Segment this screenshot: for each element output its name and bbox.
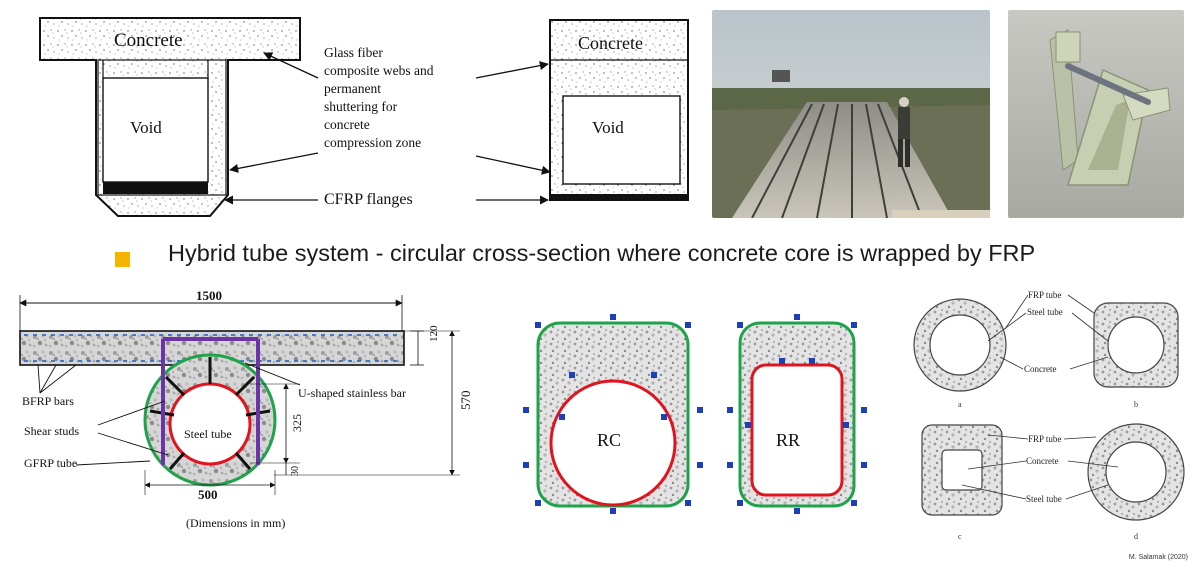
credit-text: M. Salamak (2020)	[1128, 554, 1188, 561]
shear-stud-marker	[685, 500, 691, 506]
shear-stud-marker	[737, 322, 743, 328]
shear-stud-marker	[535, 500, 541, 506]
rr-steel-tube	[750, 363, 844, 497]
variant-label-steel-tube: Steel tube	[1027, 307, 1063, 317]
label-u-bar: U-shaped stainless bar	[298, 386, 406, 400]
label-steel-tube: Steel tube	[184, 427, 232, 441]
shear-stud-marker	[745, 422, 751, 428]
rc-steel-tube	[549, 379, 677, 507]
dim-500: 500	[198, 487, 218, 502]
variant-sub-c: c	[958, 532, 962, 541]
rr-label: RR	[776, 430, 801, 450]
dim-570: 570	[458, 390, 473, 411]
variant-sub-a: a	[958, 400, 962, 409]
flanges-label: CFRP flanges	[324, 191, 413, 208]
shear-stud-marker	[697, 462, 703, 468]
shear-stud-marker	[851, 322, 857, 328]
dim-1500: 1500	[196, 288, 222, 303]
webs-label: Glass fiber composite webs and permanent…	[324, 45, 434, 150]
label-gfrp-tube: GFRP tube	[24, 456, 78, 470]
right-concrete-label: Concrete	[578, 33, 643, 53]
rc-label: RC	[597, 430, 622, 450]
shear-stud-marker	[610, 508, 616, 514]
arrow-webs-right-bottom	[475, 155, 551, 175]
top-section-diagram	[39, 17, 689, 217]
variant-label-concrete: Concrete	[1024, 364, 1057, 374]
shear-stud-marker	[559, 414, 565, 420]
variant-sub-b: b	[1134, 400, 1138, 409]
shear-stud-marker	[794, 314, 800, 320]
shear-stud-marker	[861, 462, 867, 468]
shear-stud-marker	[727, 462, 733, 468]
shear-stud-marker	[523, 462, 529, 468]
shear-stud-marker	[569, 372, 575, 378]
bridge-construction-photo	[712, 10, 990, 218]
label-bfrp-bars: BFRP bars	[22, 394, 74, 408]
shear-stud-marker	[737, 500, 743, 506]
left-void-label: Void	[130, 118, 162, 137]
left-void	[102, 77, 209, 183]
inner-steel-tube	[168, 382, 252, 466]
right-void-label: Void	[592, 118, 624, 137]
dim-120: 120	[428, 325, 440, 343]
right-void	[562, 95, 681, 185]
right-cfrp-flange	[550, 194, 688, 201]
shear-stud-marker	[523, 407, 529, 413]
shear-stud-marker	[727, 407, 733, 413]
shear-stud-marker	[794, 508, 800, 514]
dim-325: 325	[290, 414, 304, 432]
shear-stud-marker	[861, 407, 867, 413]
shear-stud-marker	[610, 314, 616, 320]
left-concrete-label: Concrete	[114, 30, 183, 51]
hybrid-deck-section-drawing	[19, 295, 460, 495]
arrow-webs-right-top	[475, 61, 549, 79]
arrow-webs-left-top	[263, 52, 319, 79]
variant-label-steel-tube-2: Steel tube	[1026, 494, 1062, 504]
shear-stud-marker	[809, 358, 815, 364]
variant-label-frp-tube-2: FRP tube	[1028, 434, 1062, 444]
shear-stud-marker	[843, 422, 849, 428]
variant-sub-d: d	[1134, 532, 1138, 541]
shear-stud-marker	[651, 372, 657, 378]
frp-component-photo	[1008, 10, 1184, 218]
shear-stud-marker	[697, 407, 703, 413]
section-heading: Hybrid tube system - circular cross-sect…	[168, 240, 1036, 266]
variant-label-frp-tube: FRP tube	[1028, 290, 1062, 300]
rc-rr-sections	[523, 314, 867, 514]
left-cfrp-flange	[103, 182, 208, 194]
arrow-webs-left-bottom	[229, 152, 319, 173]
dimensions-caption: (Dimensions in mm)	[186, 516, 286, 530]
shear-stud-marker	[685, 322, 691, 328]
variant-label-concrete-2: Concrete	[1026, 456, 1059, 466]
shear-stud-marker	[535, 322, 541, 328]
shear-stud-marker	[851, 500, 857, 506]
heading-bullet	[115, 252, 130, 267]
shear-stud-marker	[779, 358, 785, 364]
tube-variants-diagram	[913, 294, 1185, 521]
shear-stud-marker	[661, 414, 667, 420]
label-shear-studs: Shear studs	[24, 424, 79, 438]
dim-30: 30	[290, 466, 301, 476]
